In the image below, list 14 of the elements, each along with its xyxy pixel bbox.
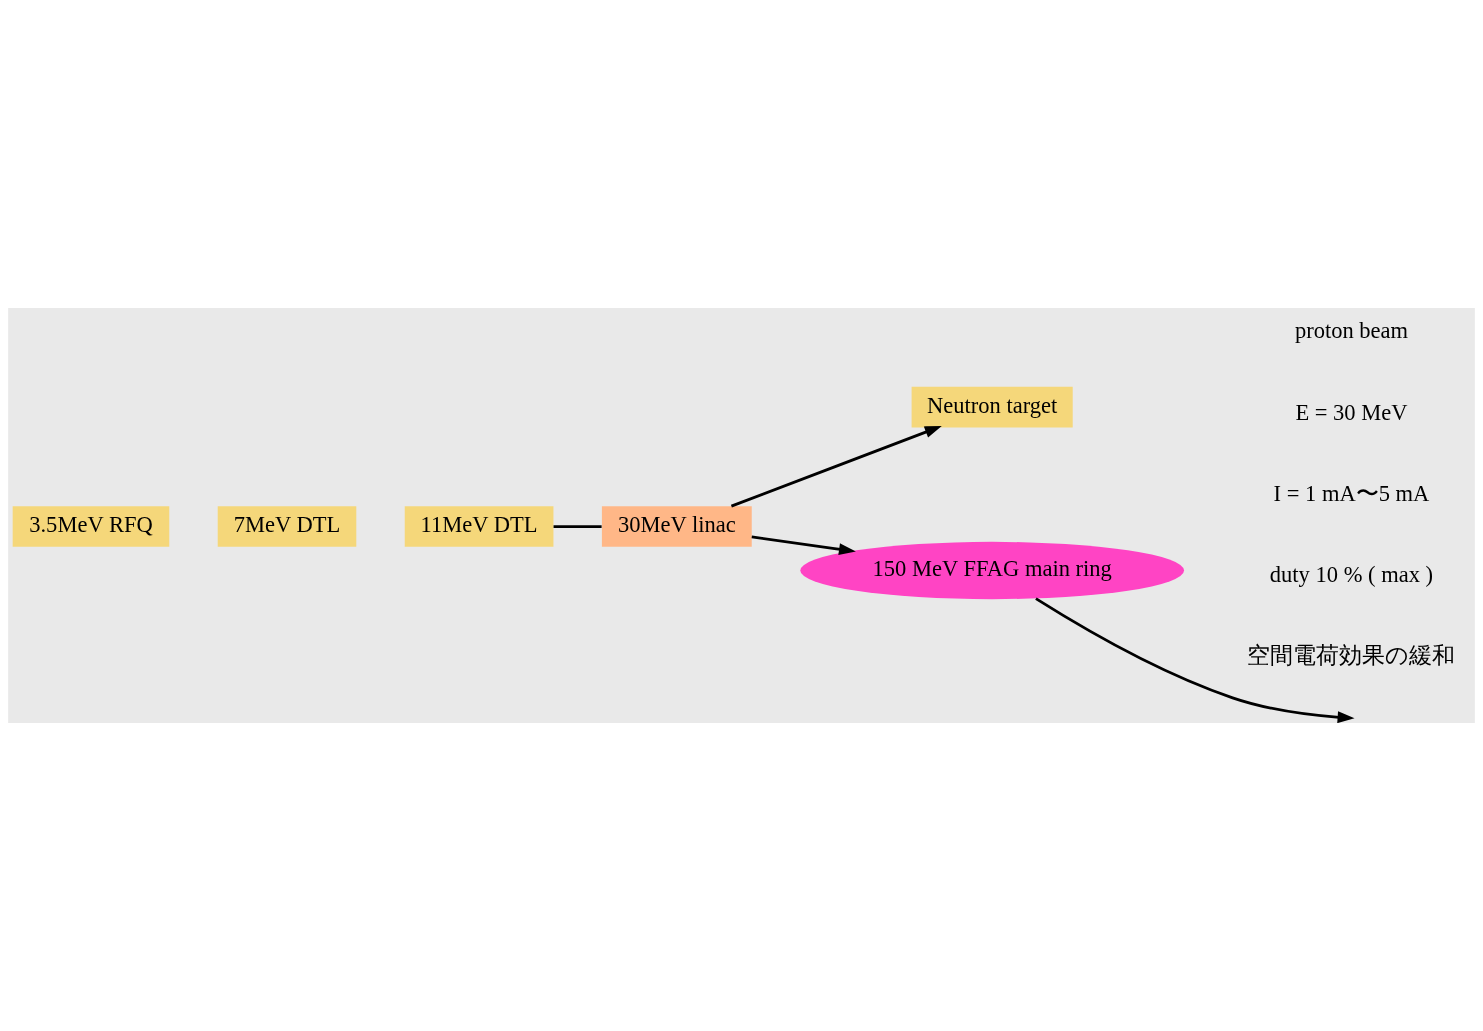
arrow (730, 425, 942, 508)
label: I = 1 mA〜5 mA (1273, 480, 1430, 506)
node-box: 11MeV DTL (404, 506, 554, 547)
node-box: 7MeV DTL (217, 506, 357, 547)
connector (553, 525, 602, 528)
label: duty 10 % ( max ) (1269, 561, 1434, 587)
label: proton beam (1294, 318, 1409, 344)
node-box: 3.5MeV RFQ (12, 506, 170, 547)
arrow (751, 535, 856, 556)
arrow (1035, 597, 1355, 723)
label: 空間電荷効果の緩和 (1247, 642, 1456, 668)
label: E = 30 MeV (1295, 399, 1408, 425)
node-box: Neutron target (911, 386, 1073, 428)
node-box: 30MeV linac (601, 506, 752, 547)
